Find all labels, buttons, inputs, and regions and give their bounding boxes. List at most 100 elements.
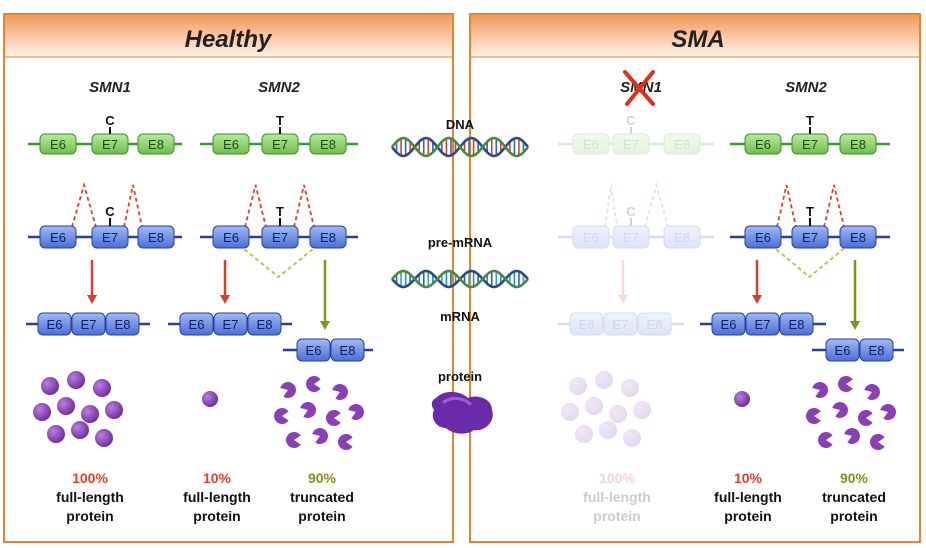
pre-mrna-exon-label: E6: [755, 230, 771, 245]
pre-mrna-exon-label: E8: [148, 230, 164, 245]
nucleotide-label: T: [276, 204, 284, 219]
full-length-protein-molecule: [734, 391, 750, 407]
full-length-protein-molecule: [93, 379, 111, 397]
splice-arc-intron-1: [71, 181, 97, 228]
full-length-protein-molecule: [575, 425, 593, 443]
mrna-exon-label: E8: [340, 343, 356, 358]
mrna-exon-label: E8: [257, 317, 273, 332]
full-length-protein-molecule: [67, 371, 85, 389]
mrna-exon-box: [296, 338, 331, 362]
dna-exon-label: E8: [674, 137, 690, 152]
mrna-exon-box: [825, 338, 860, 362]
mrna-exon-box: [711, 312, 746, 336]
pre-mrna-exon-label: E6: [223, 230, 239, 245]
full-length-protein-molecule: [569, 377, 587, 395]
pre-mrna-exon-box: [309, 225, 347, 249]
dna-exon-box: [572, 133, 610, 155]
mrna-exon-label: E8: [869, 343, 885, 358]
full-length-protein-molecule: [561, 403, 579, 421]
process-arrow-head: [220, 295, 230, 304]
truncated-protein-molecule: [300, 402, 316, 418]
pre-mrna-exon-label: E6: [50, 230, 66, 245]
truncated-protein-molecule: [818, 431, 833, 448]
full-length-protein-molecule: [595, 371, 613, 389]
mrna-exon-box: [71, 312, 106, 336]
dna-helix-icon: [390, 136, 530, 158]
dna-exon-label: E6: [223, 137, 239, 152]
dna-exon-label: E8: [320, 137, 336, 152]
dna-exon-box: [839, 133, 877, 155]
truncated-protein-molecule: [332, 384, 348, 400]
process-arrow-head: [752, 295, 762, 304]
healthy-panel: Healthy: [3, 13, 454, 543]
outcome-line-2: protein: [193, 508, 240, 524]
outcome-percent: 90%: [308, 470, 337, 486]
truncated-protein-molecule: [348, 404, 364, 420]
dna-exon-box: [309, 133, 347, 155]
outcome-line-1: full-length: [583, 489, 651, 505]
mrna-exon-label: E7: [223, 317, 239, 332]
nucleotide-label: C: [105, 204, 115, 219]
outcome-line-2: protein: [593, 508, 640, 524]
truncated-protein-molecule: [812, 382, 829, 398]
mrna-exon-label: E6: [721, 317, 737, 332]
mrna-exon-box: [330, 338, 365, 362]
exon-skip-splice: [238, 244, 319, 279]
dna-exon-label: E8: [148, 137, 164, 152]
full-length-protein-molecule: [585, 397, 603, 415]
cross-icon: [623, 70, 655, 106]
mrna-exon-label: E8: [647, 317, 663, 332]
truncated-protein-molecule: [844, 428, 860, 444]
full-length-protein-molecule: [33, 403, 51, 421]
full-length-protein-molecule: [633, 401, 651, 419]
truncated-protein-molecule: [338, 434, 353, 451]
outcome-line-1: full-length: [183, 489, 251, 505]
truncated-protein-molecule: [326, 410, 341, 426]
dna-exon-box: [212, 133, 250, 155]
mrna-exon-box: [213, 312, 248, 336]
mrna-exon-box: [745, 312, 780, 336]
gene-label-healthy-smn1: SMN1: [89, 79, 131, 96]
outcome-percent: 100%: [72, 470, 108, 486]
center-label-pre-mrna: pre-mRNA: [428, 235, 493, 250]
dna-exon-box: [663, 133, 701, 155]
gene-label-sma-smn2: SMN2: [785, 79, 827, 96]
mrna-exon-box: [569, 312, 604, 336]
outcome-percent: 90%: [840, 470, 869, 486]
full-length-protein-molecule: [81, 405, 99, 423]
sma-panel-title: SMA: [671, 26, 724, 53]
truncated-protein-molecule: [837, 376, 853, 392]
dna-exon-label: E7: [802, 137, 818, 152]
splice-arc-intron-1: [604, 184, 618, 228]
full-length-protein-molecule: [621, 379, 639, 397]
full-length-protein-molecule: [609, 405, 627, 423]
dna-exon-label: E6: [50, 137, 66, 152]
splice-arc-intron-2: [123, 184, 143, 228]
splice-arc-intron-2: [823, 184, 845, 228]
outcome-line-2: protein: [298, 508, 345, 524]
pre-mrna-exon-box: [572, 225, 610, 249]
splice-arc-intron-1: [244, 184, 267, 228]
outcome-sma-smn1: 100% full-length protein: [583, 470, 651, 524]
full-length-protein-molecule: [95, 429, 113, 447]
mrna-exon-label: E6: [189, 317, 205, 332]
truncated-protein-molecule: [286, 432, 301, 448]
gene-label-healthy-smn2: SMN2: [258, 79, 300, 96]
mrna-exon-box: [859, 338, 894, 362]
truncated-protein-molecule: [805, 407, 821, 425]
pre-mrna-exon-box: [137, 225, 175, 249]
splice-arc-intron-2: [644, 181, 669, 228]
pre-mrna-exon-label: E7: [802, 230, 818, 245]
truncated-protein-molecule: [869, 434, 885, 450]
mrna-exon-label: E6: [47, 317, 63, 332]
pre-mrna-exon-box: [839, 225, 877, 249]
full-length-protein-molecule: [47, 425, 65, 443]
mrna-exon-box: [37, 312, 72, 336]
process-arrow-head: [618, 295, 628, 304]
process-arrow-head: [87, 295, 97, 304]
truncated-protein-molecule: [857, 409, 873, 426]
